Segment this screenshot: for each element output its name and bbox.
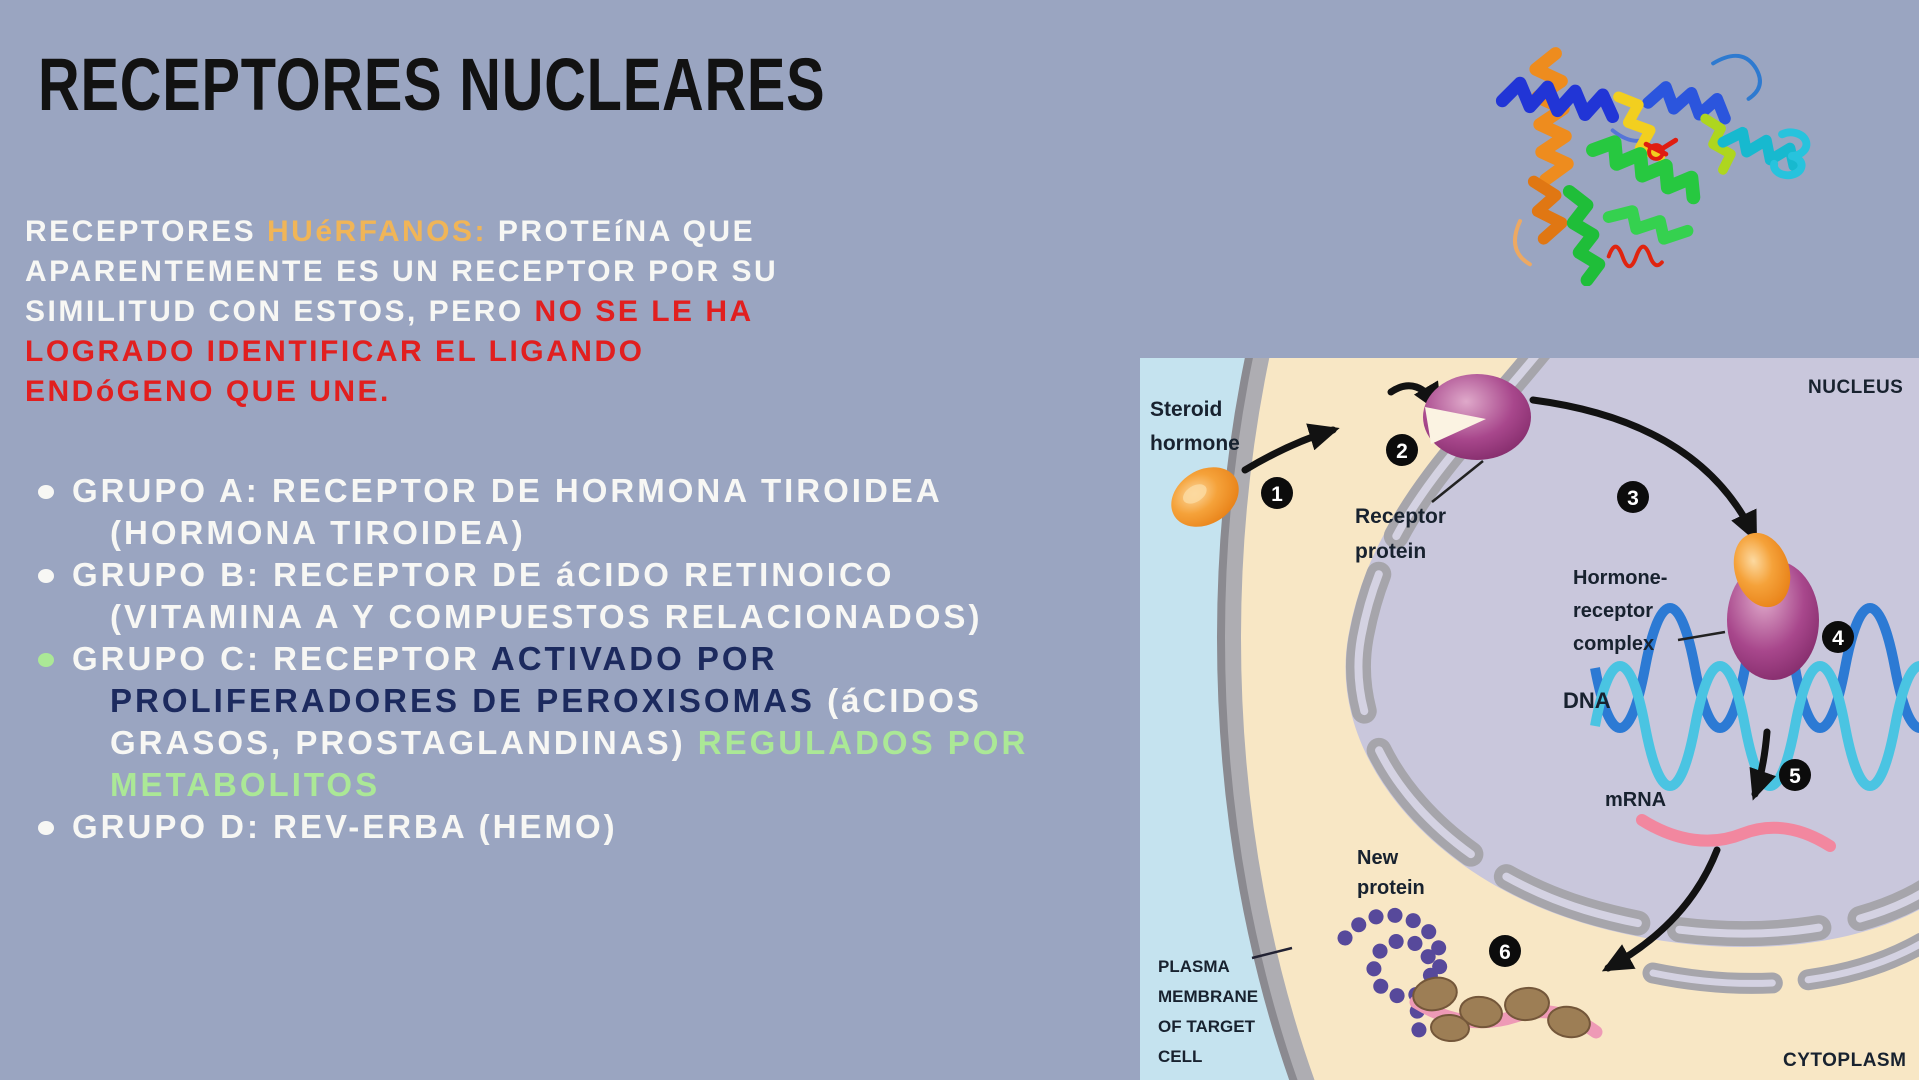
paragraph-text: APARENTEMENTE ES UN RECEPTOR POR SU xyxy=(25,255,779,288)
diagram-labels: Steroid hormone Receptor protein NUCLEUS… xyxy=(1150,377,1906,1071)
bullet-line: METABOLITOS xyxy=(72,764,1028,806)
paragraph-text: SIMILITUD CON ESTOS, PERO xyxy=(25,295,535,328)
receptor-protein-molecule xyxy=(1423,374,1531,460)
receptor-groups-list: GRUPO A: RECEPTOR DE HORMONA TIROIDEA (H… xyxy=(38,470,1028,848)
plasma-membrane-label: PLASMA xyxy=(1158,957,1230,976)
receptor-protein-label: protein xyxy=(1355,540,1426,563)
bullet-text-highlight-navy: ACTIVADO POR xyxy=(490,640,778,677)
bullet-text-highlight-green: METABOLITOS xyxy=(110,766,381,803)
step-badges: 1 2 3 4 5 6 xyxy=(1261,434,1854,967)
bullet-text-highlight-green: REGULADOS POR xyxy=(697,724,1029,761)
steroid-hormone-mechanism-diagram: 1 2 3 4 5 6 Ster xyxy=(1140,358,1919,1080)
bullet-line: GRUPO B: RECEPTOR DE áCIDO RETINOICO xyxy=(72,554,982,596)
bullet-line: GRUPO C: RECEPTOR ACTIVADO POR xyxy=(72,638,1028,680)
bullet-text: (VITAMINA A Y COMPUESTOS RELACIONADOS) xyxy=(110,598,983,635)
cytoplasm-label: CYTOPLASM xyxy=(1783,1050,1906,1071)
paragraph-line: ENDóGENO QUE UNE. xyxy=(25,372,778,412)
paragraph-text-highlight-orange: HUéRFANOS: xyxy=(267,215,488,248)
new-protein-label: protein xyxy=(1357,877,1425,899)
plasma-membrane-label: CELL xyxy=(1158,1047,1202,1066)
arrow-step5 xyxy=(1749,728,1777,801)
bullet-line: GRUPO A: RECEPTOR DE HORMONA TIROIDEA xyxy=(72,470,943,512)
paragraph-text-highlight-red: LOGRADO IDENTIFICAR EL LIGANDO xyxy=(25,335,645,368)
bullet-line: (HORMONA TIROIDEA) xyxy=(72,512,943,554)
bullet-dot xyxy=(38,569,54,583)
plasma-membrane-pointer-line xyxy=(1251,946,1293,960)
bullet-text: GRUPO C: RECEPTOR xyxy=(72,640,491,677)
bullet-text: GRUPO A: RECEPTOR DE HORMONA TIROIDEA xyxy=(72,472,943,509)
hormone-receptor-complex-label: Hormone- xyxy=(1573,567,1667,589)
step-number: 5 xyxy=(1789,765,1801,788)
step-number: 6 xyxy=(1499,941,1511,964)
paragraph-line: RECEPTORES HUéRFANOS: PROTEíNA QUE xyxy=(25,212,778,252)
hormone-receptor-complex-label: receptor xyxy=(1573,600,1653,622)
plasma-membrane-label: OF TARGET xyxy=(1158,1017,1256,1036)
protein-ribbon-structure-image xyxy=(1495,47,1811,286)
list-item-grupo-b: GRUPO B: RECEPTOR DE áCIDO RETINOICO (VI… xyxy=(38,554,1028,638)
step-number: 2 xyxy=(1396,440,1408,463)
step-badge-1: 1 xyxy=(1261,477,1293,509)
step-number: 1 xyxy=(1271,483,1283,506)
bullet-dot xyxy=(38,485,54,499)
bullet-dot xyxy=(38,821,54,835)
bullet-line: (VITAMINA A Y COMPUESTOS RELACIONADOS) xyxy=(72,596,982,638)
orphan-receptors-paragraph: RECEPTORES HUéRFANOS: PROTEíNA QUE APARE… xyxy=(25,212,778,412)
list-item-grupo-a: GRUPO A: RECEPTOR DE HORMONA TIROIDEA (H… xyxy=(38,470,1028,554)
bullet-line: GRASOS, PROSTAGLANDINAS) REGULADOS POR xyxy=(72,722,1028,764)
ribosomes-on-mrna xyxy=(1409,976,1603,1043)
bullet-text: (HORMONA TIROIDEA) xyxy=(110,514,526,551)
paragraph-text: RECEPTORES xyxy=(25,215,267,248)
paragraph-line: LOGRADO IDENTIFICAR EL LIGANDO xyxy=(25,332,778,372)
nucleus-label: NUCLEUS xyxy=(1808,377,1903,398)
page-title: RECEPTORES NUCLEARES xyxy=(38,43,826,126)
paragraph-text-highlight-red: NO SE LE HA xyxy=(534,295,754,328)
dna-label: DNA xyxy=(1563,688,1611,713)
complex-pointer-line xyxy=(1677,630,1726,642)
step-number: 3 xyxy=(1627,487,1639,510)
arrow-step6 xyxy=(1601,846,1721,972)
arrow-step3 xyxy=(1529,396,1758,543)
plasma-membrane-label: MEMBRANE xyxy=(1158,987,1258,1006)
bullet-line: GRUPO D: REV-ERBA (HEMO) xyxy=(72,806,618,848)
bullet-text: GRUPO D: REV-ERBA (HEMO) xyxy=(72,808,618,845)
new-protein-label: New xyxy=(1357,847,1399,869)
bullet-text: (áCIDOS xyxy=(827,682,982,719)
step-badge-4: 4 xyxy=(1822,621,1854,653)
step-badge-5: 5 xyxy=(1779,759,1811,791)
mrna-strand xyxy=(1636,814,1836,852)
steroid-hormone-label: Steroid xyxy=(1150,398,1222,421)
list-item-grupo-c: GRUPO C: RECEPTOR ACTIVADO POR PROLIFERA… xyxy=(38,638,1028,806)
step-badge-2: 2 xyxy=(1386,434,1418,466)
hormone-receptor-complex-label: complex xyxy=(1573,633,1654,655)
steroid-hormone-molecule xyxy=(1171,467,1239,527)
step-badge-3: 3 xyxy=(1617,481,1649,513)
bullet-text-highlight-navy: PROLIFERADORES DE PEROXISOMAS xyxy=(110,682,828,719)
bullet-dot xyxy=(38,653,54,667)
hormone-receptor-complex-molecule xyxy=(1727,532,1819,680)
bullet-text: GRASOS, PROSTAGLANDINAS) xyxy=(110,724,698,761)
paragraph-line: SIMILITUD CON ESTOS, PERO NO SE LE HA xyxy=(25,292,778,332)
nuclear-envelope xyxy=(1345,358,1919,994)
mrna-label: mRNA xyxy=(1605,789,1666,811)
list-item-grupo-d: GRUPO D: REV-ERBA (HEMO) xyxy=(38,806,1028,848)
step-number: 4 xyxy=(1832,627,1844,650)
bullet-line: PROLIFERADORES DE PEROXISOMAS (áCIDOS xyxy=(72,680,1028,722)
step-badge-6: 6 xyxy=(1489,935,1521,967)
receptor-protein-label: Receptor xyxy=(1355,505,1446,528)
paragraph-text: PROTEíNA QUE xyxy=(487,215,756,248)
paragraph-line: APARENTEMENTE ES UN RECEPTOR POR SU xyxy=(25,252,778,292)
steroid-hormone-label: hormone xyxy=(1150,432,1240,455)
bullet-text: GRUPO B: RECEPTOR DE áCIDO RETINOICO xyxy=(72,556,895,593)
receptor-protein-pointer-line xyxy=(1431,460,1484,503)
paragraph-text-highlight-red: ENDóGENO QUE UNE. xyxy=(25,375,391,408)
arrow-step1 xyxy=(1241,423,1340,474)
